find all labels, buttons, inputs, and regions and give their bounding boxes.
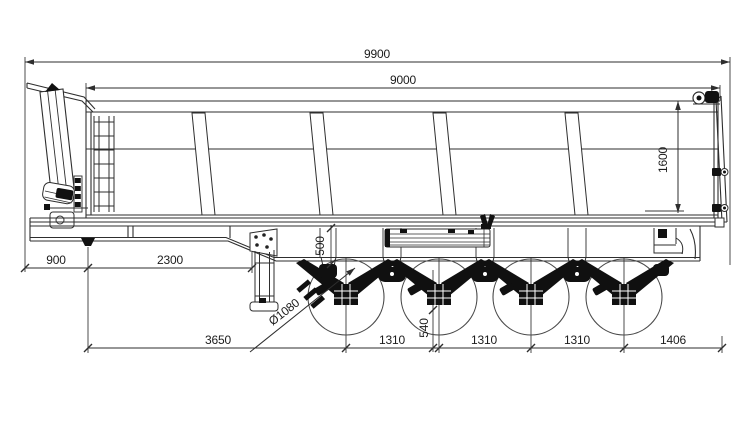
landing-gear-gusset <box>249 228 278 257</box>
foot-bolt <box>44 204 50 210</box>
dimension-extension-lines <box>24 57 731 353</box>
landing-gear <box>249 228 279 312</box>
wheel-2 <box>400 258 478 336</box>
dim-axle-gap-3-label: 1310 <box>564 333 590 347</box>
tire-diameter-leader <box>249 267 356 353</box>
tire-diameter-arrow <box>346 268 355 276</box>
toolbox-stripes <box>385 229 490 247</box>
tailgate-hinge-arm <box>705 91 719 103</box>
hub-1 <box>334 284 358 305</box>
axle3-brake-chamber <box>499 282 515 296</box>
equalizer-2-pin <box>483 272 487 276</box>
dim-wheelbase-label: 3650 <box>205 333 231 347</box>
front-access-ladder <box>93 116 115 212</box>
tailgate-panel <box>715 95 728 223</box>
tailgate <box>692 91 729 228</box>
cylinder-stage-lines <box>47 90 67 190</box>
hanger-plates <box>320 256 587 271</box>
cargo-body-shell <box>85 100 720 219</box>
gusset-bolt-holes <box>254 233 273 249</box>
axle1-brake-chamber <box>314 282 330 296</box>
dim-landing-gear-label: 2300 <box>157 253 183 267</box>
tailgate-bottom-latch-box <box>714 217 725 228</box>
frame-fork-fitting <box>480 214 495 229</box>
landing-gear-legs <box>254 250 275 303</box>
ratchet-bar-1 <box>296 279 312 293</box>
side-toolbox <box>384 228 491 248</box>
ratchet-bar-2 <box>303 287 319 301</box>
hydraulic-hoist-cylinder <box>39 83 88 229</box>
foot-joint <box>259 298 266 303</box>
ratchet-bar-3 <box>310 295 326 309</box>
dim-slash-ticks <box>20 223 727 353</box>
axle4-brake-chamber <box>592 282 608 296</box>
dim-body-height-label: 1600 <box>656 147 670 173</box>
equalizer-3-pin <box>575 272 579 276</box>
latch-lower-pin <box>723 206 726 210</box>
dim-axle-gap-2-label: 1310 <box>471 333 497 347</box>
hub-grid-lines <box>334 284 636 305</box>
tailgate-top-hinge-pin <box>696 95 702 101</box>
drum-clamp-block <box>55 188 74 201</box>
body-stake-ribs <box>191 112 589 216</box>
hub-3 <box>519 284 543 305</box>
rear-hanger <box>653 264 669 276</box>
kingpin <box>81 238 95 246</box>
bracket-block <box>658 229 667 238</box>
tailgate-latch-lower <box>712 204 721 212</box>
dim-axle-height-label: 540 <box>417 318 431 338</box>
equalizer-1-pin <box>390 272 394 276</box>
cylinder-mount-pins <box>74 178 81 207</box>
latch-upper-pin <box>723 170 726 174</box>
landing-gear-foot <box>249 301 279 312</box>
dim-rear-overhang-label: 1406 <box>660 333 686 347</box>
dim-frame-depth-label: 500 <box>313 236 327 256</box>
chassis-frame-lines <box>29 217 718 262</box>
dim-overall-length-label: 9900 <box>364 47 390 61</box>
axle2-brake-chamber <box>407 282 423 296</box>
front-hanger <box>319 264 337 278</box>
dim-tire-diameter-label: Ø1080 <box>266 295 303 328</box>
wheel-3 <box>492 258 570 336</box>
bracket-outline <box>653 228 684 255</box>
foot-pivot-hole <box>55 215 65 225</box>
dim-front-overhang-label: 900 <box>46 253 66 267</box>
suspension-assembly <box>296 256 674 309</box>
hub-4 <box>612 284 636 305</box>
dim-body-length-label: 9000 <box>390 73 416 87</box>
cylinder-top-pivot <box>45 83 60 92</box>
hub-2 <box>427 284 451 305</box>
tailgate-latch-upper <box>712 168 721 176</box>
axle-hubs <box>334 284 636 305</box>
wheel-4 <box>585 258 663 336</box>
rear-lamp-bracket <box>653 228 684 255</box>
dim-axle-gap-1-label: 1310 <box>379 333 405 347</box>
